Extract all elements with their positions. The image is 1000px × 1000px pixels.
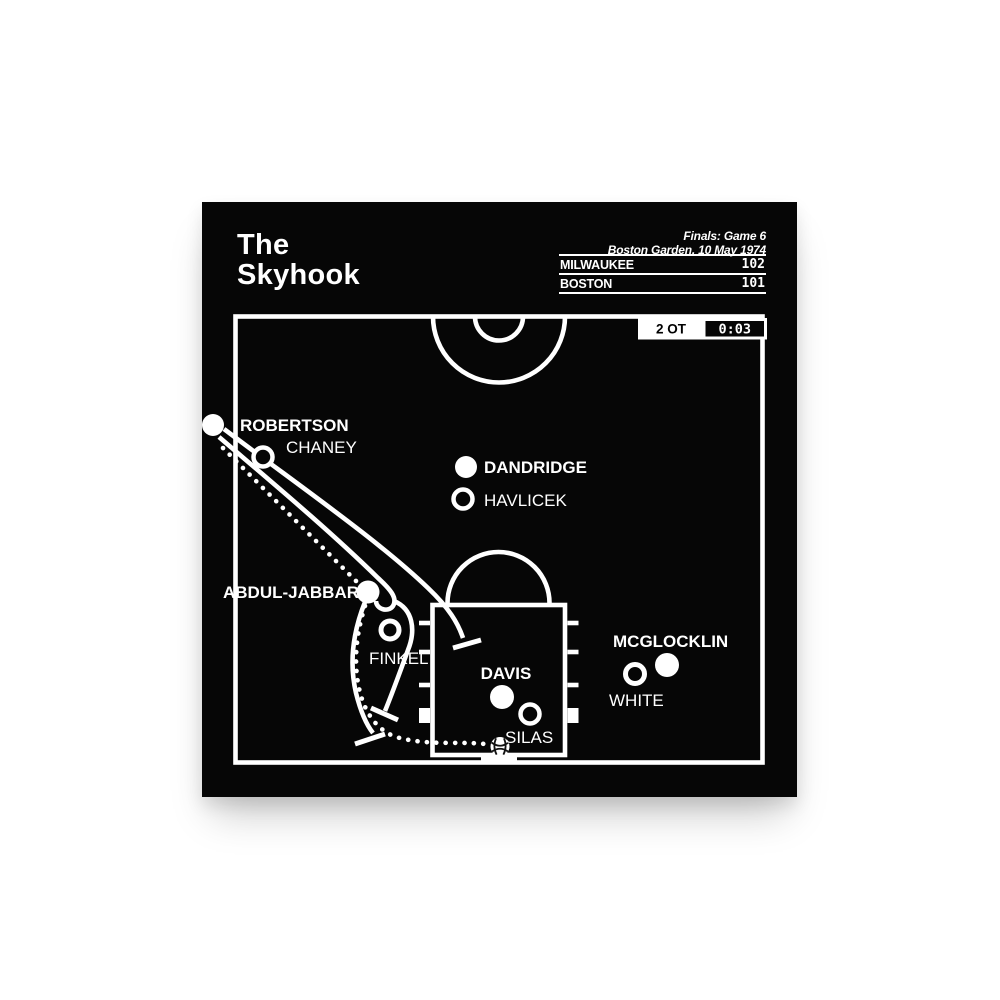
player-marker-havlicek <box>451 487 475 511</box>
scoreboard-row-milwaukee: MILWAUKEE 102 <box>559 254 766 273</box>
movement-line-chase <box>217 435 397 612</box>
poster-title: The Skyhook <box>237 230 360 290</box>
player-marker-finkel <box>378 618 402 642</box>
basketball-icon <box>490 737 510 756</box>
scoreboard-row-boston: BOSTON 101 <box>559 273 766 294</box>
scoreboard: MILWAUKEE 102 BOSTON 101 <box>559 254 766 294</box>
team-name: MILWAUKEE <box>560 257 634 272</box>
backboard <box>481 754 517 761</box>
team-score: 102 <box>741 257 765 272</box>
player-marker-white <box>623 662 647 686</box>
player-label-chaney: CHANEY <box>286 438 357 457</box>
player-label-abdul-jabbar: ABDUL-JABBAR <box>223 583 359 602</box>
player-label-robertson: ROBERTSON <box>240 416 349 435</box>
player-marker-dandridge <box>455 456 477 478</box>
player-marker-abdul-jabbar <box>356 580 380 604</box>
screen-bar <box>354 731 386 747</box>
game-venue-date: Boston Garden, 10 May 1974 <box>607 242 766 257</box>
court-diagram: ROBERTSON CHANEY DANDRIDGE HAVLICEK ABDU… <box>202 314 767 765</box>
time-remaining-label: 0:03 <box>719 321 752 337</box>
team-score: 101 <box>741 276 765 291</box>
screen-bar <box>369 705 400 723</box>
player-marker-chaney <box>251 445 275 469</box>
title-line-1: The <box>237 229 290 261</box>
player-label-davis: DAVIS <box>481 664 532 683</box>
clock-widget: 2 OT 0:03 <box>638 318 767 340</box>
player-label-white: WHITE <box>609 691 664 710</box>
title-line-2: Skyhook <box>237 259 360 291</box>
player-label-silas: SILAS <box>505 728 553 747</box>
player-label-finkel: FINKEL <box>369 649 429 668</box>
movement-line-sweep <box>222 427 466 639</box>
center-circle-inner <box>472 316 526 343</box>
movement-line-right-leg <box>382 598 415 712</box>
court-boundary <box>233 314 765 765</box>
free-throw-arc <box>445 549 552 604</box>
pass-line-dotted <box>220 445 362 587</box>
movement-line-left-leg <box>350 601 375 735</box>
player-label-dandridge: DANDRIDGE <box>484 458 587 477</box>
game-round: Finals: Game 6 <box>683 229 766 243</box>
lane-hash-marks <box>419 620 579 723</box>
player-marker-davis <box>490 685 514 709</box>
game-info: Finals: Game 6 Boston Garden, 10 May 197… <box>607 229 766 257</box>
period-label: 2 OT <box>656 322 687 337</box>
center-circle-outer <box>430 316 568 385</box>
poster: The Skyhook Finals: Game 6 Boston Garden… <box>202 202 797 797</box>
screen-bar <box>452 637 482 651</box>
player-marker-robertson <box>202 414 224 436</box>
player-marker-silas <box>518 702 542 726</box>
player-label-mcglocklin: MCGLOCKLIN <box>613 632 728 651</box>
team-name: BOSTON <box>560 276 613 291</box>
player-label-havlicek: HAVLICEK <box>484 491 567 510</box>
dribble-shot-line-dotted <box>353 603 495 748</box>
player-marker-mcglocklin <box>655 653 679 677</box>
